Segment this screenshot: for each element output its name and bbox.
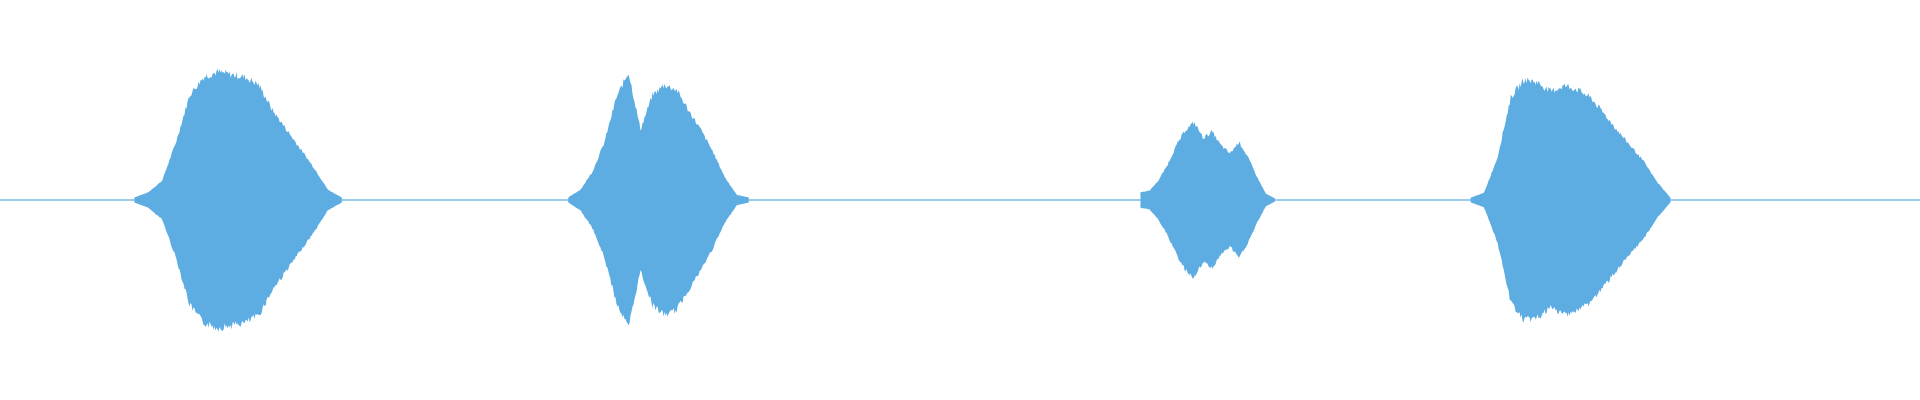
segment-1	[134, 68, 342, 332]
segment-2	[568, 74, 749, 326]
waveform-segments	[134, 68, 1671, 332]
segment-4	[1470, 77, 1671, 323]
segment-3	[1140, 121, 1275, 279]
